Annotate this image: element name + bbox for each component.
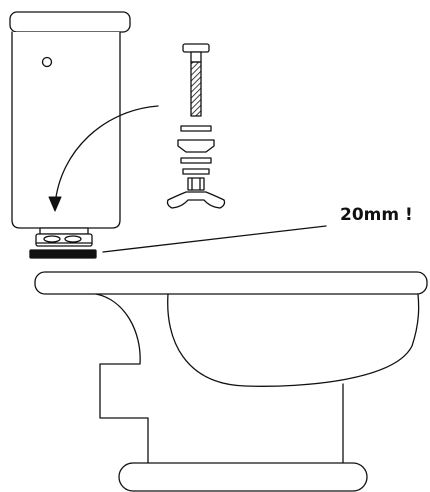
washer-middle [180,157,212,164]
flush-valve-nut [35,227,93,247]
bowl-base [118,462,368,492]
gap-annotation-label: 20mm ! [340,205,413,225]
tank-body [11,31,121,229]
tank-lid [9,11,131,33]
mount-arrow [48,105,159,212]
toilet-bowl [34,271,428,492]
bowl-inner-basin [167,293,420,387]
bolt-thread [190,61,202,117]
flush-button-icon [41,56,53,68]
wing-nut [166,191,226,209]
cistern-tank [9,11,131,229]
bolt-head [182,43,210,53]
arrow-head-icon [48,196,62,212]
bolt-shank [190,51,202,63]
washer-top [180,125,212,132]
cone-seal [177,139,215,153]
washer-lower [182,168,210,175]
bowl-back-profile [95,293,149,464]
bolt-kit [166,43,226,209]
bowl-rim [34,271,428,295]
rubber-gasket [29,249,97,259]
hex-nut [187,177,205,191]
gap-leader-line [102,225,327,253]
